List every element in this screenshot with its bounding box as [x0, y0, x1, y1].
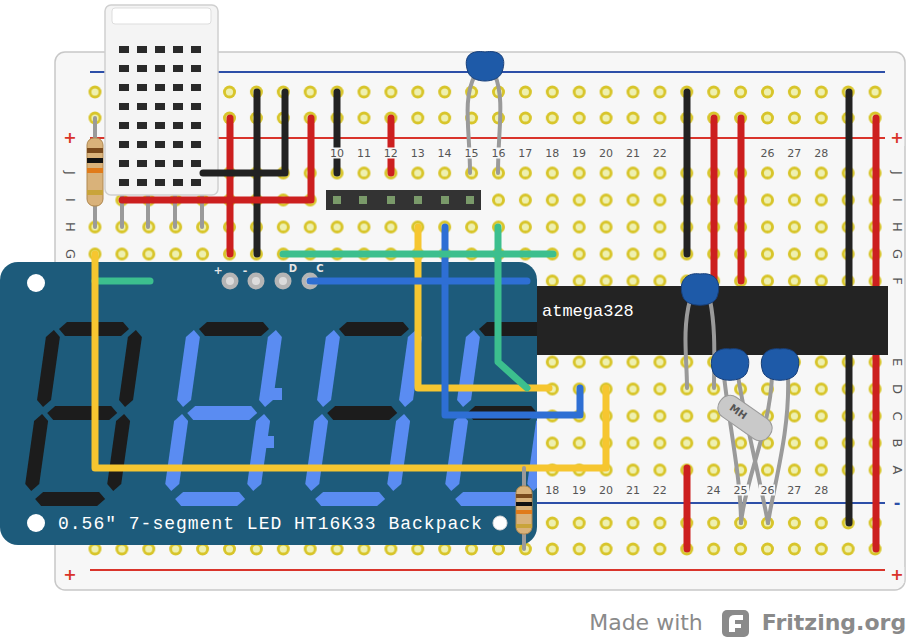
column-number: 11	[356, 148, 372, 159]
pin-label: -	[243, 265, 248, 276]
rail-sign: +	[889, 567, 904, 583]
microcontroller-chip: atmega328	[536, 286, 888, 355]
column-number: 22	[652, 485, 668, 496]
column-number: 14	[437, 148, 453, 159]
column-number: 25	[733, 485, 749, 496]
pin-label: D	[289, 264, 297, 274]
row-letter: H	[891, 222, 904, 232]
column-number: 16	[490, 148, 506, 159]
column-number: 19	[571, 148, 587, 159]
watermark: Made with	[589, 612, 703, 634]
row-letter: A	[891, 466, 904, 475]
rail-sign: +	[889, 130, 904, 146]
row-letter: G	[64, 249, 77, 259]
column-number: 20	[598, 148, 614, 159]
resistor-symbol	[87, 118, 103, 227]
column-number: 22	[652, 148, 668, 159]
row-letter: G	[891, 249, 904, 259]
row-letter: C	[891, 411, 904, 420]
column-number: 28	[813, 148, 829, 159]
fritzing-logo	[722, 610, 749, 637]
column-number: 19	[571, 485, 587, 496]
row-letter: J	[891, 171, 904, 175]
column-number: 13	[410, 148, 426, 159]
column-number: 21	[625, 148, 641, 159]
row-letter: B	[891, 439, 904, 448]
watermark: Fritzing.org	[762, 612, 906, 634]
column-number: 28	[813, 485, 829, 496]
pin-label: C	[316, 264, 323, 274]
column-number: 20	[598, 485, 614, 496]
display-board: 0.56" 7-segment LED HT16K33 Backpack	[0, 262, 537, 545]
column-number: 12	[383, 148, 399, 159]
column-number: 26	[759, 485, 775, 496]
chip-label: atmega328	[542, 302, 634, 322]
dht22-sensor	[105, 5, 218, 227]
row-letter: E	[891, 358, 904, 366]
column-number: 18	[544, 485, 560, 496]
board-label: 0.56" 7-segment LED HT16K33 Backpack	[58, 514, 483, 536]
crystal-and-capacitors	[681, 274, 798, 523]
column-number: 15	[464, 148, 480, 159]
column-number: 10	[329, 148, 345, 159]
column-number: 18	[544, 148, 560, 159]
column-number: 26	[759, 148, 775, 159]
rail-sign: +	[62, 567, 77, 583]
rail-sign: -	[893, 495, 902, 511]
column-number: 27	[786, 148, 802, 159]
column-number: 27	[786, 485, 802, 496]
row-letter: F	[891, 277, 904, 284]
row-letter: I	[891, 198, 904, 202]
pin-label: +	[213, 265, 222, 276]
row-letter: H	[64, 222, 77, 232]
rail-sign: +	[62, 130, 77, 146]
column-number: 24	[706, 485, 722, 496]
column-number: 21	[625, 485, 641, 496]
resistor-symbol	[516, 468, 532, 549]
pin-header	[326, 190, 481, 210]
signal-wires	[95, 227, 606, 468]
row-letter: D	[891, 384, 904, 394]
row-letter: I	[64, 198, 77, 202]
led-backpack	[0, 262, 564, 545]
row-letter: J	[64, 171, 77, 175]
column-number: 17	[517, 148, 533, 159]
